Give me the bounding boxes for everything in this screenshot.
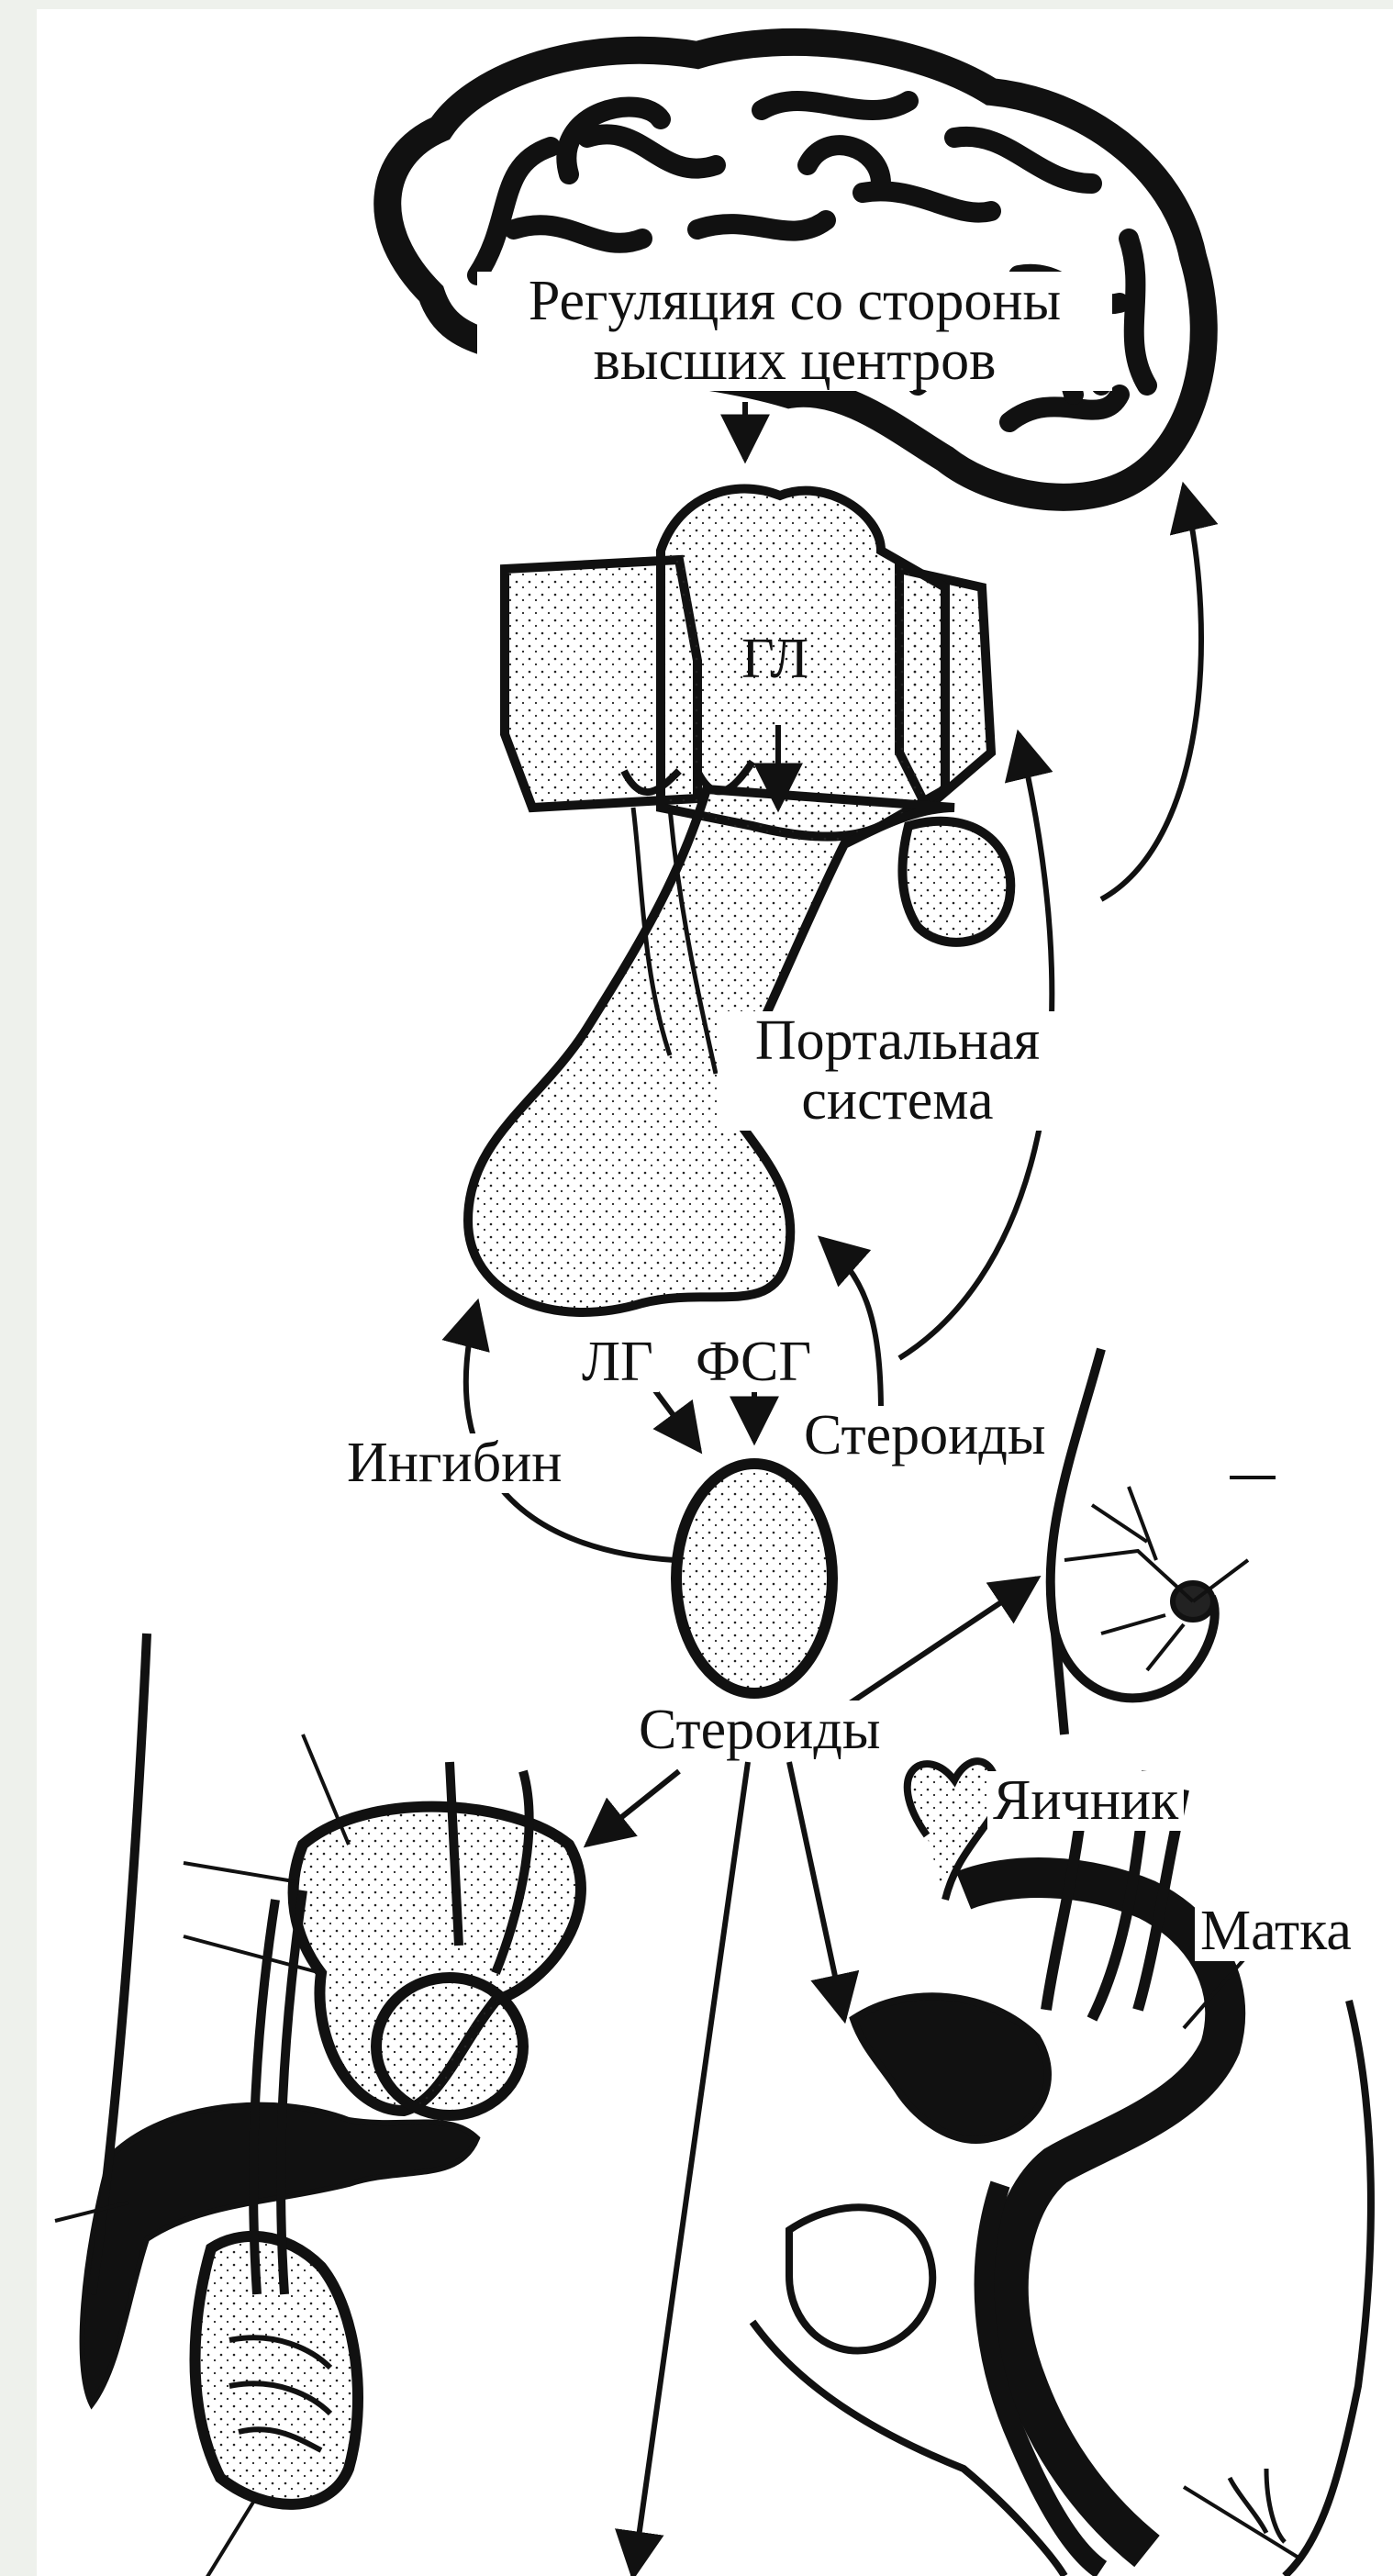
label-ovary: Яичник xyxy=(987,1771,1184,1831)
gonad-illustration xyxy=(676,1464,832,1693)
label-lg: ЛГ xyxy=(576,1333,659,1392)
label-steroids-lower: Стероиды xyxy=(633,1701,886,1760)
label-fsg: ФСГ xyxy=(690,1333,817,1392)
label-inhibin: Ингибин xyxy=(341,1433,567,1493)
label-higher-centers-line1: Регуляция со стороны xyxy=(483,272,1107,331)
label-portal-line1: Портальная xyxy=(723,1011,1072,1071)
label-gl: ГЛ xyxy=(736,630,814,689)
label-portal-line2: система xyxy=(723,1071,1072,1131)
label-higher-centers-line2: высших центров xyxy=(483,331,1107,391)
label-higher-centers: Регуляция со стороны высших центров xyxy=(477,272,1112,391)
label-steroids-upper: Стероиды xyxy=(798,1406,1052,1466)
label-uterus: Матка xyxy=(1195,1901,1357,1961)
label-portal-system: Портальная система xyxy=(718,1011,1077,1131)
